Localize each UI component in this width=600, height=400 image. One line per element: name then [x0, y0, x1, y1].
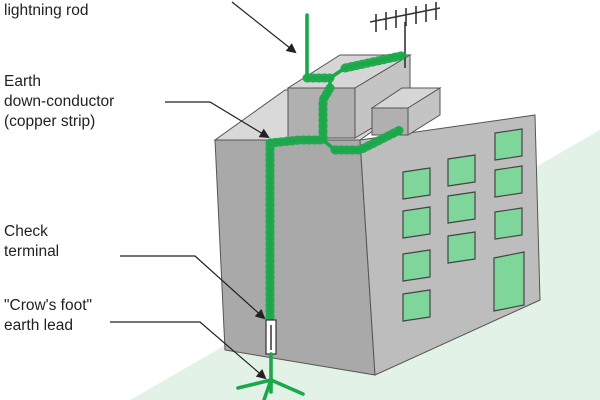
entrance-door	[493, 251, 525, 312]
window	[494, 165, 523, 198]
label-down-conductor-3: (copper strip)	[4, 113, 96, 130]
leader-crows-foot	[110, 321, 267, 380]
label-lightning-rod: lightning rod	[4, 2, 89, 19]
label-down-conductor-2: down-conductor	[4, 93, 115, 110]
label-down-conductor-1: Earth	[4, 73, 42, 90]
crows-foot-earth-lead	[236, 352, 305, 400]
window	[494, 128, 523, 161]
window	[402, 289, 431, 322]
window	[402, 206, 431, 239]
label-crows-foot-2: earth lead	[4, 317, 73, 334]
leader-lines	[110, 1, 297, 380]
building-windows	[402, 128, 525, 322]
label-check-terminal-2: terminal	[4, 243, 60, 260]
window	[447, 154, 476, 187]
label-check-terminal-1: Check	[4, 223, 48, 240]
leader-down-conductor	[165, 101, 270, 139]
tv-antenna	[369, 2, 441, 68]
down-conductor	[265, 13, 410, 327]
window	[402, 249, 431, 282]
building-front-face	[214, 139, 376, 376]
label-crows-foot-1: "Crow's foot"	[4, 297, 93, 314]
leader-lightning-rod	[231, 1, 297, 54]
leader-check-terminal	[120, 255, 266, 320]
window	[494, 207, 523, 240]
window	[447, 191, 476, 224]
window	[447, 231, 476, 264]
window	[402, 167, 431, 200]
